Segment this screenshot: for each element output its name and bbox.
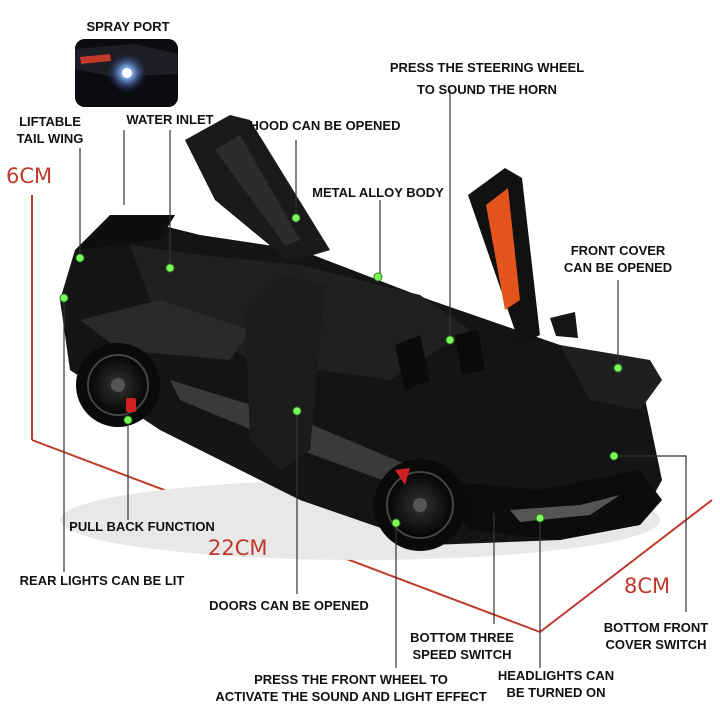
label-line: HEADLIGHTS CAN — [497, 668, 615, 683]
label-line: PRESS THE STEERING WHEEL — [389, 60, 585, 75]
label-front-cover: FRONT COVER CAN BE OPENED — [560, 242, 676, 276]
spray-port-photo — [75, 39, 178, 107]
label-line: FRONT COVER — [570, 243, 666, 258]
label-line: BOTTOM THREE — [410, 630, 514, 645]
label-line: ACTIVATE THE SOUND AND LIGHT EFFECT — [215, 689, 487, 704]
label-line: COVER SWITCH — [605, 637, 707, 652]
label-front-cover-switch: BOTTOM FRONT COVER SWITCH — [598, 619, 714, 653]
car-body — [60, 115, 662, 560]
label-line: BE TURNED ON — [506, 685, 606, 700]
label-line: LIFTABLE — [19, 114, 81, 129]
label-line: TO SOUND THE HORN — [417, 82, 557, 97]
label-hood-opened: HOOD CAN BE OPENED — [249, 118, 401, 133]
label-spray-port: SPRAY PORT — [86, 19, 170, 34]
label-doors-opened: DOORS CAN BE OPENED — [209, 598, 369, 613]
label-line: CAN BE OPENED — [563, 260, 673, 275]
label-water-inlet: WATER INLET — [126, 112, 214, 127]
label-line: TAIL WING — [16, 131, 84, 146]
label-liftable-tail-wing: LIFTABLE TAIL WING — [10, 113, 90, 147]
label-line: PRESS THE FRONT WHEEL TO — [254, 672, 448, 687]
label-headlights: HEADLIGHTS CAN BE TURNED ON — [492, 667, 620, 701]
leader-lines — [63, 90, 687, 668]
label-front-wheel: PRESS THE FRONT WHEEL TO ACTIVATE THE SO… — [210, 671, 492, 705]
indicator-dots — [59, 213, 623, 528]
dimension-height: 6CM — [6, 164, 53, 188]
dimension-width: 8CM — [624, 574, 671, 598]
label-line: SPEED SWITCH — [412, 647, 512, 662]
label-pull-back: PULL BACK FUNCTION — [69, 519, 215, 534]
label-metal-alloy-body: METAL ALLOY BODY — [312, 185, 444, 200]
label-line: BOTTOM FRONT — [603, 620, 709, 635]
label-rear-lights: REAR LIGHTS CAN BE LIT — [19, 573, 185, 588]
label-steering-horn: PRESS THE STEERING WHEEL TO SOUND THE HO… — [384, 59, 590, 98]
dimension-length: 22CM — [208, 536, 268, 560]
label-speed-switch: BOTTOM THREE SPEED SWITCH — [404, 629, 520, 663]
